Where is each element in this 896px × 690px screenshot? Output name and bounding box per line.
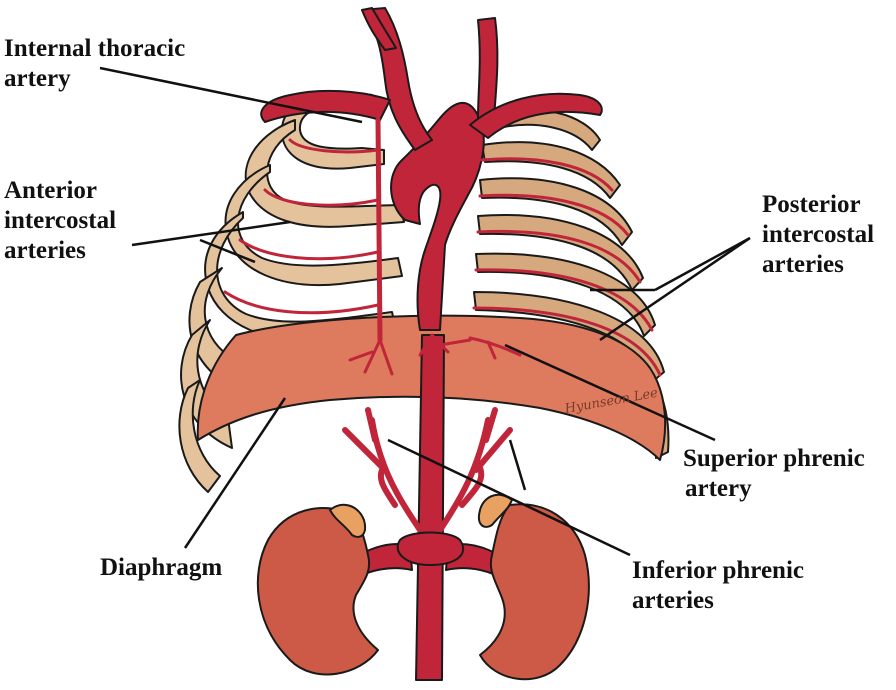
posterior-intercostal-vessels [472,157,662,377]
label-inferior-phrenic-arteries: Inferior phrenic arteries [632,557,804,614]
subclavian-branch-left [260,89,391,123]
leader-anterior-intercostal-2 [199,238,256,264]
leader-anterior-intercostal [131,220,291,247]
inferior-phrenic-vessels [342,407,513,533]
subclavian-branch-right [469,92,603,139]
anterior-rib-2 [244,119,405,228]
leader-superior-phrenic [504,343,716,442]
label-anterior-intercostal-arteries: Anterior intercostal arteries [4,177,117,264]
label-diaphragm: Diaphragm [100,554,223,581]
right-adrenal-gland [329,503,366,538]
leader-posterior-intercostal-2 [599,236,751,342]
leader-inferior-phrenic-2 [508,439,527,491]
left-carotid-branch [477,17,499,119]
leader-diaphragm [183,397,287,549]
kidneys [256,493,590,681]
leader-internal-thoracic [99,66,363,124]
aorta [260,7,603,681]
posterior-rib-5 [475,252,656,337]
label-superior-phrenic-artery: Superior phrenic artery [683,445,865,502]
anterior-intercostal-vessels [223,138,380,315]
superior-phrenic-vessels [348,333,522,376]
leader-inferior-phrenic-1 [387,438,631,557]
leader-lines [99,66,751,557]
anterior-rib-7 [178,379,221,493]
anterior-rib-3 [224,164,403,286]
upper-neck-branches [361,7,397,51]
descending-abdominal-aorta [415,334,445,681]
right-kidney [256,507,379,676]
left-adrenal-gland [478,493,513,528]
left-kidney [479,503,590,681]
label-internal-thoracic-artery: Internal thoracic artery [4,35,186,92]
label-posterior-intercostal-arteries: Posterior intercostal arteries [762,191,875,278]
internal-thoracic-artery-vessel [375,117,383,343]
posterior-rib-2 [481,141,621,199]
leader-posterior-intercostal-1 [654,236,751,292]
posterior-rib-4 [477,214,644,291]
